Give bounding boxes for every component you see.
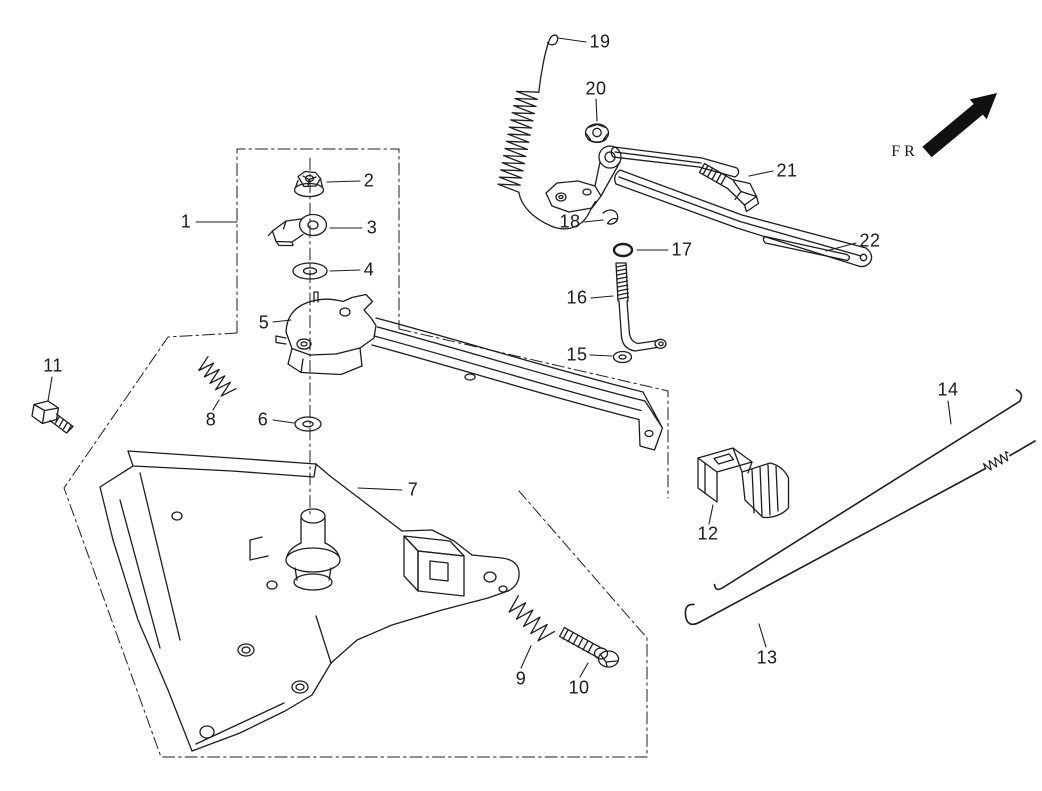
part-label-1: 1: [180, 211, 192, 232]
part-22-lever: [545, 145, 873, 268]
part-3-cam-plate: [267, 213, 328, 247]
part-label-22: 22: [859, 230, 881, 251]
part-label-19: 19: [589, 31, 611, 52]
part-13-rod: [684, 440, 1036, 626]
part-label-17: 17: [671, 239, 693, 260]
part-label-15: 15: [566, 344, 588, 365]
part-label-2: 2: [363, 170, 375, 191]
part-label-5: 5: [258, 312, 270, 333]
part-17-ring: [612, 242, 634, 258]
part-4-washer: [292, 262, 328, 280]
part-label-8: 8: [205, 409, 217, 430]
part-label-4: 4: [363, 259, 375, 280]
part-label-21: 21: [776, 160, 798, 181]
part-8-spring: [198, 356, 237, 397]
part-label-9: 9: [515, 668, 527, 689]
part-label-10: 10: [568, 677, 590, 698]
fr-arrow-icon: [922, 93, 997, 158]
part-14-rod: [713, 389, 1023, 591]
part-18-clip: [602, 209, 619, 225]
leader-lines: [47, 37, 952, 678]
part-label-6: 6: [257, 409, 269, 430]
part-9-spring: [508, 594, 556, 642]
part-15-washer: [612, 350, 633, 364]
part-label-7: 7: [407, 479, 419, 500]
part-21-bolt: [698, 162, 760, 213]
part-label-11: 11: [43, 355, 63, 376]
part-label-16: 16: [566, 287, 588, 308]
part-11-bolt: [31, 400, 74, 434]
part-label-13: 13: [756, 647, 778, 668]
part-label-18: 18: [559, 211, 581, 232]
part-5-lever-bracket: [275, 291, 664, 451]
fr-direction-label: FR: [891, 143, 919, 160]
part-label-3: 3: [366, 217, 378, 238]
part-20-nut: [584, 123, 610, 144]
part-6-washer: [294, 416, 322, 432]
part-16-rod: [615, 262, 667, 352]
part-2-nut: [293, 170, 325, 198]
part-19-spring: [497, 34, 597, 230]
part-label-20: 20: [585, 78, 607, 99]
part-7-base-bracket: [99, 450, 520, 752]
part-label-14: 14: [937, 379, 959, 400]
part-12-clamp: [697, 447, 790, 519]
part-10-bolt: [558, 626, 620, 668]
part-label-12: 12: [697, 523, 719, 544]
